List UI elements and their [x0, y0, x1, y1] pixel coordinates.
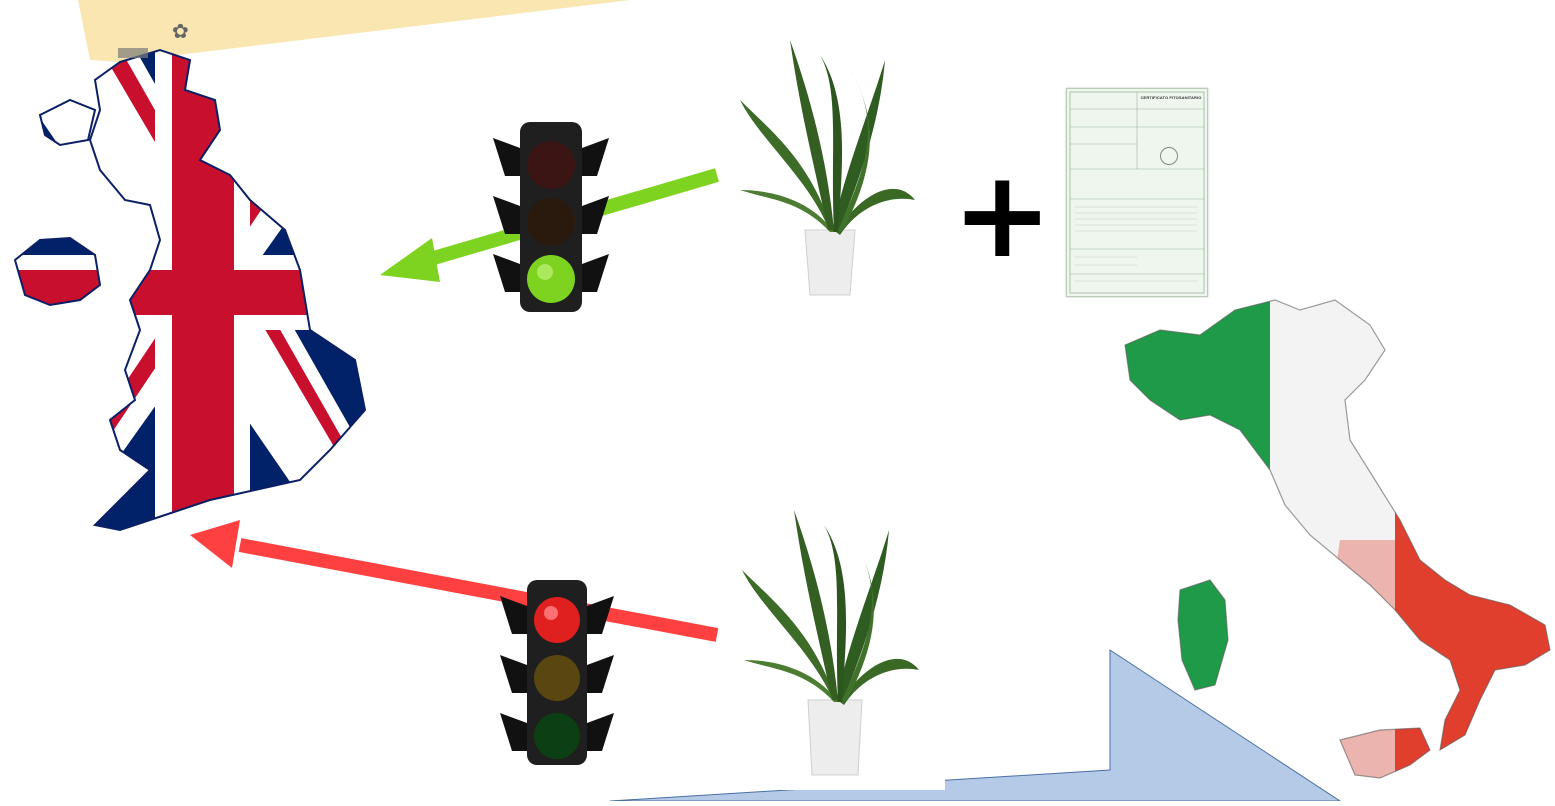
svg-text:✿: ✿ [172, 19, 189, 43]
uk-map-icon: ✿ [0, 19, 380, 540]
phytosanitary-certificate-icon: CERTIFICATO FITOSANITARIO [1066, 88, 1208, 297]
plus-symbol: + [952, 170, 1044, 262]
traffic-light-red-icon [500, 580, 614, 765]
plant-icon [720, 485, 945, 790]
certificate-lines [1067, 89, 1207, 296]
plant-icon [720, 20, 945, 310]
certificate-stamp [1160, 147, 1178, 165]
blue-callout-shape [610, 650, 1340, 801]
certificate-title: CERTIFICATO FITOSANITARIO [1139, 95, 1203, 100]
traffic-light-green-icon [493, 122, 609, 312]
red-arrow [190, 520, 717, 635]
